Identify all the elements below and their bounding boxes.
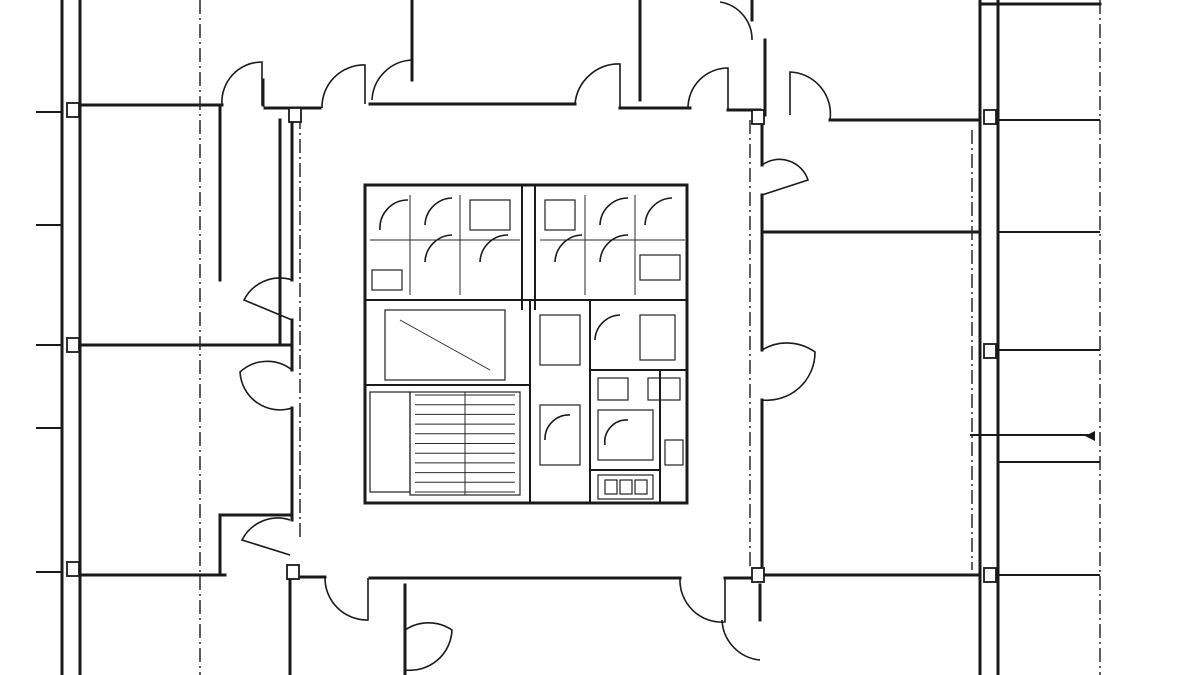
- restroom-right: [540, 195, 685, 295]
- restroom-left: [370, 195, 520, 295]
- service-rooms: [384, 309, 681, 401]
- office-partitions: [36, 0, 1100, 675]
- door-swings: [221, 1, 832, 672]
- corridor-walls: [78, 102, 764, 580]
- section-marker-icon: [1085, 431, 1095, 441]
- stair-treads: [369, 391, 521, 496]
- perimeter-walls: [60, 0, 1102, 675]
- building-core: [363, 183, 689, 505]
- grid-lines: [199, 0, 973, 675]
- columns: [66, 102, 997, 583]
- elevator-bank: [539, 404, 684, 500]
